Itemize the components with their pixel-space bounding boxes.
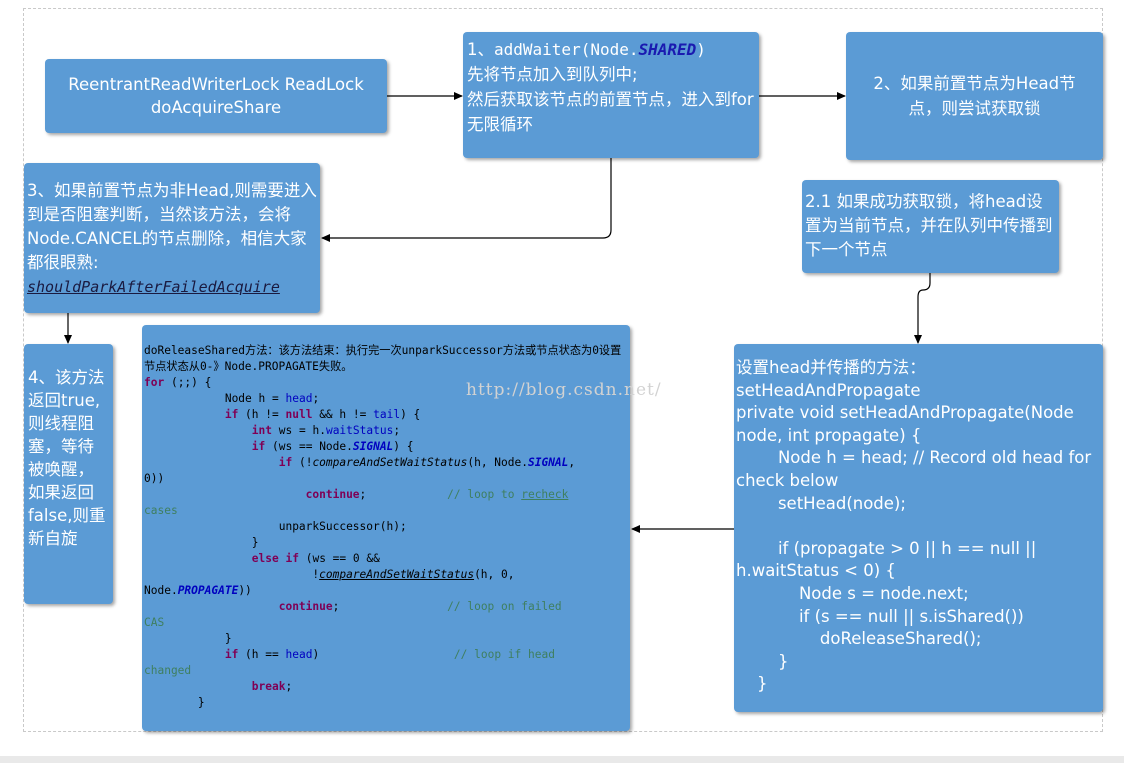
step21-text: 2.1 如果成功获取锁，将head设置为当前节点，并在队列中传播到下一个节点 bbox=[805, 192, 1053, 259]
code-line: unparkSuccessor(h); bbox=[278, 520, 407, 533]
node-start-line1: ReentrantReadWriterLock ReadLock bbox=[68, 75, 364, 94]
step1-prefix: 1、 bbox=[467, 40, 494, 59]
code-line: Node.PROPAGATE)) bbox=[144, 584, 252, 597]
step1-text2: 然后获取该节点的前置节点，进入到for无限循环 bbox=[467, 90, 754, 134]
propagate-line: Node h = head; // Record old head for ch… bbox=[736, 448, 1097, 490]
propagate-line: setHead(node); bbox=[736, 493, 906, 513]
node-step1: 1、addWaiter(Node.SHARED) 先将节点加入到队列中; 然后获… bbox=[463, 32, 759, 158]
code-line: if (h == head) // loop if head bbox=[224, 648, 555, 661]
code-line: continue; // loop on failed bbox=[278, 600, 562, 613]
code-line: 0)) bbox=[144, 472, 165, 485]
propagate-line: } bbox=[736, 651, 789, 671]
code-line: int ws = h.waitStatus; bbox=[251, 424, 401, 437]
node-step3: 3、如果前置节点为非Head,则需要进入到是否阻塞判断，当然该方法，会将Node… bbox=[24, 163, 320, 313]
propagate-line: if (s == null || s.isShared()) bbox=[736, 606, 1024, 626]
step1-text1: 先将节点加入到队列中; bbox=[467, 65, 638, 84]
step1-call-line: 1、addWaiter(Node.SHARED) bbox=[467, 37, 755, 62]
arrow-step21-to-propagate bbox=[914, 273, 931, 344]
step1-call: addWaiter(Node. bbox=[494, 40, 639, 59]
code-line: if (ws == Node.SIGNAL) { bbox=[251, 440, 414, 453]
propagate-line: private void setHeadAndPropagate(Node no… bbox=[736, 403, 1074, 445]
node-step2-1: 2.1 如果成功获取锁，将head设置为当前节点，并在队列中传播到下一个节点 bbox=[802, 180, 1059, 273]
propagate-line: doReleaseShared(); bbox=[736, 629, 982, 649]
code-line: break; bbox=[251, 680, 293, 693]
step1-close: ) bbox=[696, 40, 706, 59]
step1-arg: SHARED bbox=[638, 40, 697, 59]
watermark-text: http://blog.csdn.net/ bbox=[466, 380, 662, 400]
node-set-head-propagate: 设置head并传播的方法： setHeadAndPropagate privat… bbox=[734, 344, 1103, 712]
page-bottom-edge bbox=[0, 756, 1124, 763]
code-line: !compareAndSetWaitStatus(h, 0, bbox=[312, 568, 515, 581]
node-step2: 2、如果前置节点为Head节点，则尝试获取锁 bbox=[846, 32, 1103, 160]
code-line: } bbox=[224, 632, 232, 645]
code-line: continue; // loop to recheck bbox=[305, 488, 569, 501]
code-line: if (!compareAndSetWaitStatus(h, Node.SIG… bbox=[278, 456, 576, 469]
propagate-line: setHeadAndPropagate bbox=[736, 380, 921, 400]
code-line: for (;;) { bbox=[144, 376, 212, 389]
code-line: } bbox=[197, 696, 205, 709]
code-line: changed bbox=[144, 664, 192, 677]
release-desc: doReleaseShared方法：该方法结束：执行完一次unparkSucce… bbox=[144, 344, 622, 373]
propagate-line: Node s = node.next; bbox=[736, 583, 969, 603]
step4-text: 4、该方法返回true,则线程阻塞，等待被唤醒，如果返回false,则重新自旋 bbox=[28, 368, 106, 548]
node-step4: 4、该方法返回true,则线程阻塞，等待被唤醒，如果返回false,则重新自旋 bbox=[24, 344, 113, 604]
propagate-line bbox=[736, 515, 1101, 538]
propagate-line: 设置head并传播的方法： bbox=[736, 358, 926, 377]
arrow-step1-to-step3 bbox=[321, 158, 612, 242]
step2-text: 2、如果前置节点为Head节点，则尝试获取锁 bbox=[873, 74, 1076, 118]
step3-method: shouldParkAfterFailedAcquire bbox=[27, 278, 280, 296]
propagate-line: } bbox=[736, 674, 768, 694]
code-line: if (h != null && h != tail) { bbox=[224, 408, 421, 421]
code-line: CAS bbox=[144, 616, 165, 629]
code-line: Node h = head; bbox=[224, 392, 320, 405]
node-release-shared: doReleaseShared方法：该方法结束：执行完一次unparkSucce… bbox=[142, 325, 630, 731]
propagate-line: if (propagate > 0 || h == null || h.wait… bbox=[736, 538, 1042, 581]
node-start: ReentrantReadWriterLock ReadLock doAcqui… bbox=[45, 59, 387, 133]
code-line: else if (ws == 0 && bbox=[251, 552, 387, 565]
code-line: } bbox=[251, 536, 259, 549]
step3-text: 3、如果前置节点为非Head,则需要进入到是否阻塞判断，当然该方法，会将Node… bbox=[27, 181, 317, 272]
node-start-line2: doAcquireShare bbox=[150, 98, 282, 117]
code-line: cases bbox=[144, 504, 178, 517]
